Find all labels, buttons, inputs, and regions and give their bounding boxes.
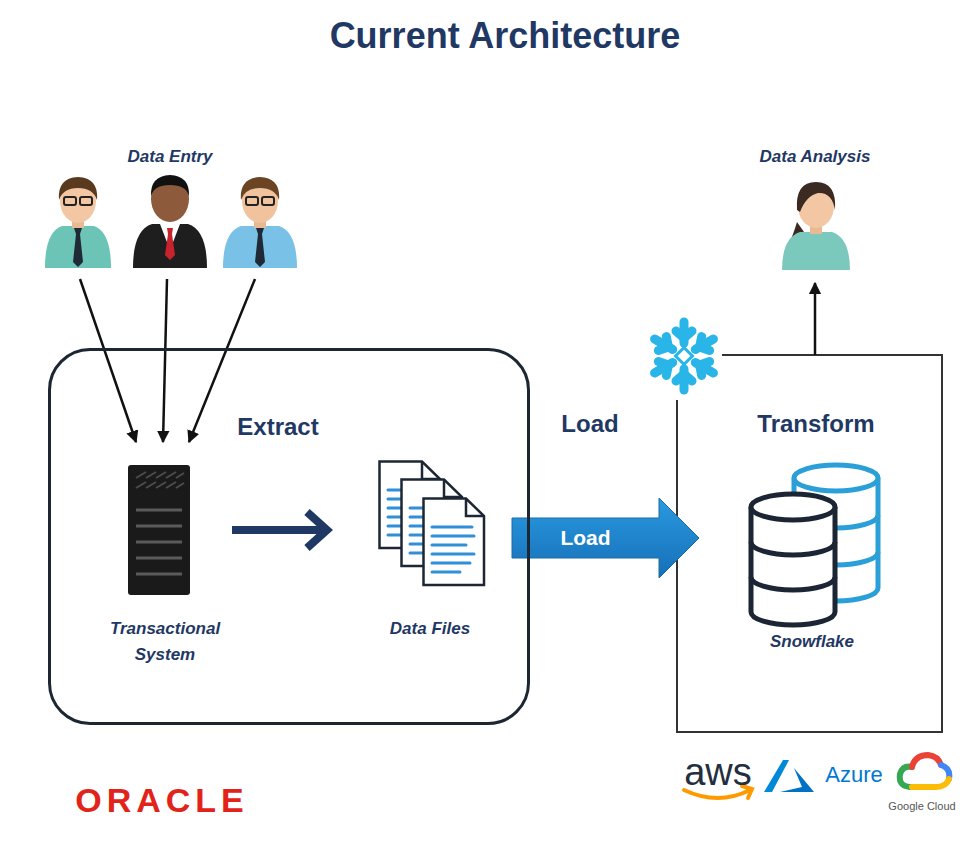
node-label: Transactional System <box>90 616 240 668</box>
edge-label: Load <box>560 525 610 551</box>
node-label: Extract <box>188 412 368 442</box>
actor-group: Data Entry <box>40 140 300 275</box>
cloud-region: TransformSnowflake <box>677 355 943 733</box>
node-label: Data Files <box>355 616 505 642</box>
database-icon <box>751 465 878 625</box>
block-arrow <box>512 498 699 578</box>
google-cloud-logo <box>900 755 950 787</box>
connector-line <box>163 279 167 442</box>
node-label: Data Analysis <box>730 144 900 170</box>
file-node: Data Files <box>355 450 505 650</box>
connector <box>80 279 136 442</box>
azure-logo <box>764 760 814 792</box>
vendor-logo: aws <box>673 752 763 792</box>
node-label: Data Entry <box>40 144 300 170</box>
arrow-head <box>307 512 327 548</box>
database-node: Snowflake <box>732 452 892 662</box>
node-label: Transform <box>726 409 906 439</box>
connector <box>232 512 327 548</box>
person-figure <box>223 177 297 268</box>
region-line <box>677 355 943 733</box>
server-node: Transactional System <box>90 440 240 675</box>
vendor-logo: Azure <box>814 762 894 788</box>
person-figure <box>133 175 207 268</box>
system-region: ExtractTransactional System Data Files <box>48 348 530 725</box>
vendor-logo: ORACLE <box>62 780 262 820</box>
file-icon <box>380 462 485 586</box>
title: Current Architecture <box>200 14 810 58</box>
connector <box>163 279 167 442</box>
vendor-logo: Google Cloud <box>872 799 972 813</box>
connector-line <box>232 526 323 534</box>
connector-line <box>814 283 817 355</box>
connector <box>512 498 699 578</box>
node-label: Snowflake <box>732 629 892 655</box>
snowflake-logo <box>646 318 722 394</box>
connector-line <box>80 279 136 442</box>
step-label: Load <box>530 409 650 439</box>
actor-group: Data Analysis <box>730 140 900 275</box>
person-figure <box>45 177 111 268</box>
person-figure <box>782 182 850 270</box>
connector <box>815 283 816 355</box>
server-icon <box>128 465 190 595</box>
